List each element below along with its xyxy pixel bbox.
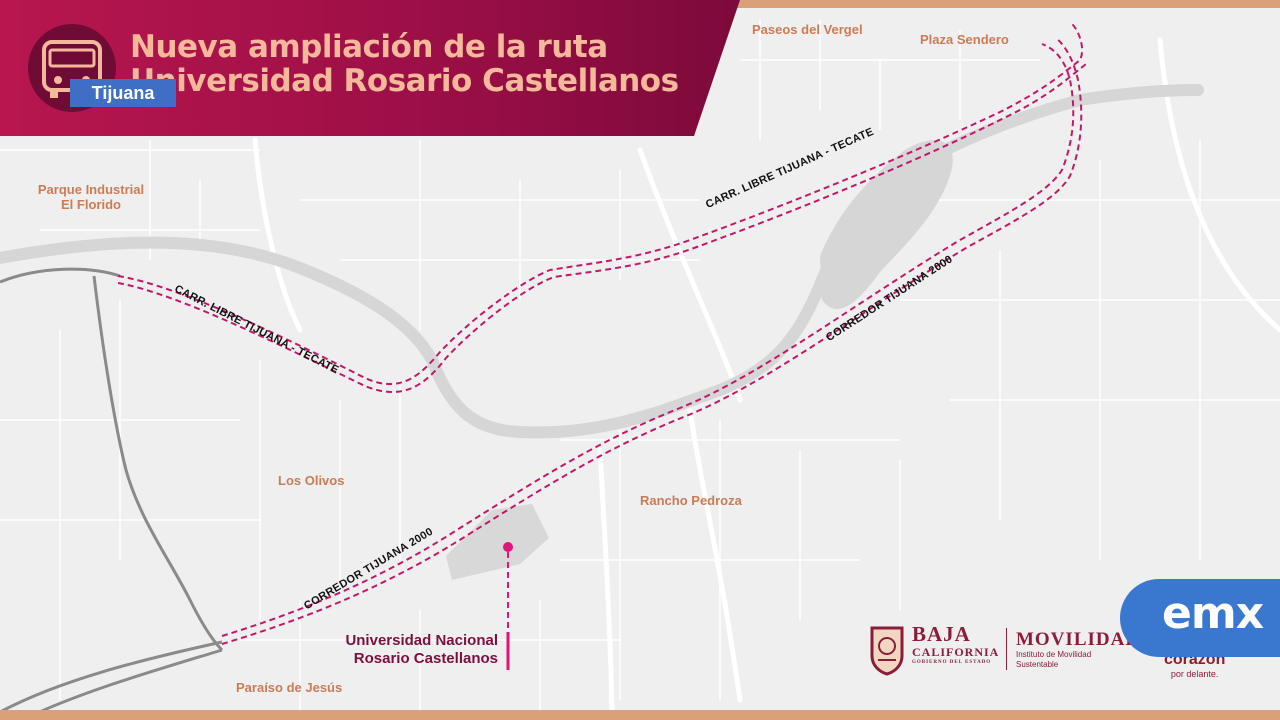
destination-line1: Universidad Nacional [345, 632, 498, 649]
highways [0, 267, 224, 720]
bc-line2: CALIFORNIA [912, 645, 1000, 659]
place-plaza-sendero: Plaza Sendero [920, 32, 1009, 47]
place-paraiso-de-jesus: Paraíso de Jesús [236, 680, 343, 695]
emx-badge [1120, 579, 1280, 657]
mov-line1: MOVILIDAD [1016, 629, 1141, 650]
corazon-line2: por delante. [1170, 669, 1219, 679]
destination-line2: Rosario Castellanos [353, 650, 498, 667]
mov-line3: Sustentable [1016, 660, 1059, 669]
place-parque-industrial: Parque Industrial El Florido [24, 182, 158, 212]
place-los-olivos: Los Olivos [278, 473, 345, 488]
page-title: Nueva ampliación de la ruta Universidad … [130, 30, 679, 98]
title-banner [0, 0, 740, 136]
bus-route [117, 21, 1087, 645]
mov-line2: Instituto de Movilidad [1016, 650, 1092, 659]
emx-logo-text: emx [1162, 588, 1264, 639]
bc-line1: BAJA [912, 622, 971, 646]
river-basin [820, 140, 953, 309]
river-channel [0, 84, 1204, 439]
logo-divider [1006, 628, 1007, 670]
bc-line3: GOBIERNO DEL ESTADO [912, 660, 992, 665]
title-line-2: Universidad Rosario Castellanos [130, 63, 679, 99]
destination-marker [503, 542, 513, 552]
place-parque-industrial-line1: Parque Industrial [37, 182, 145, 197]
place-parque-industrial-line2: El Florido [61, 197, 121, 212]
baja-california-logo: BAJA CALIFORNIA GOBIERNO DEL ESTADO [912, 624, 999, 667]
city-tag: Tijuana [70, 79, 176, 107]
place-paseos-del-vergel: Paseos del Vergel [752, 22, 863, 37]
baja-california-shield-icon [870, 626, 904, 676]
street-grid [0, 20, 1280, 710]
bottom-strip [0, 710, 1280, 720]
destination-label: Universidad Nacional Rosario Castellanos [260, 632, 498, 668]
campus-area [446, 504, 549, 580]
movilidad-logo: MOVILIDAD Instituto de Movilidad Sustent… [1016, 630, 1140, 670]
place-rancho-pedroza: Rancho Pedroza [640, 493, 742, 508]
minor-roads [252, 37, 1280, 713]
title-line-1: Nueva ampliación de la ruta [130, 29, 608, 65]
